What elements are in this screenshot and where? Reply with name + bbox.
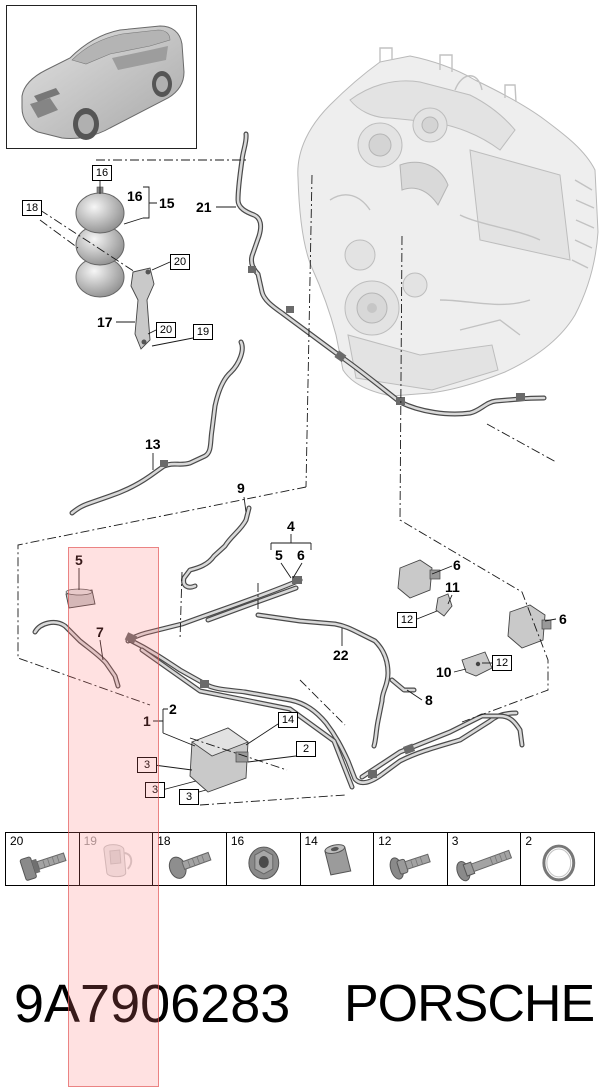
car-icon — [21, 25, 185, 140]
hose-13 — [72, 342, 242, 513]
part-5 — [65, 588, 96, 609]
fastener-cell: 2 — [521, 833, 594, 885]
fastener-cell: 12 — [374, 833, 448, 885]
fastener-number: 2 — [525, 834, 533, 848]
fastener-number: 3 — [451, 834, 459, 848]
fastener-cell: 16 — [227, 833, 301, 885]
callout-box-12: 12 — [492, 655, 512, 671]
fastener-cell: 3 — [448, 833, 522, 885]
brand-name: PORSCHE — [344, 975, 595, 1033]
callout-6: 6 — [297, 547, 305, 563]
fastener-number: 14 — [304, 834, 318, 848]
callout-box-19: 19 — [193, 324, 213, 340]
callout-box-2: 2 — [296, 741, 316, 757]
flange-bolt-icon — [19, 852, 67, 881]
vehicle-inset — [6, 5, 197, 149]
fastener-number: 12 — [378, 834, 392, 848]
callout-8: 8 — [425, 692, 433, 708]
o-ring-icon — [542, 844, 576, 882]
diagram-artwork — [6, 5, 599, 806]
callout-box-20: 20 — [170, 254, 190, 270]
callout-box-3: 3 — [179, 789, 199, 805]
fastener-cell: 18 — [153, 833, 227, 885]
callout-5: 5 — [275, 547, 283, 563]
callout-6: 6 — [453, 557, 461, 573]
engine-illustration — [297, 47, 599, 397]
fastener-number: 20 — [10, 834, 24, 848]
callout-box-20: 20 — [156, 322, 176, 338]
fastener-strip: 20 19 18 — [5, 832, 595, 886]
fastener-cell: 19 — [80, 833, 154, 885]
callout-box-3: 3 — [137, 757, 157, 773]
reference-lines — [17, 159, 557, 806]
bolt-icon — [456, 849, 512, 882]
clip-11 — [435, 593, 453, 617]
callout-11: 11 — [445, 579, 460, 595]
hose-9 — [128, 508, 300, 641]
valve-6-lower — [507, 604, 552, 649]
callout-box-16: 16 — [92, 165, 112, 181]
callout-1: 1 — [143, 713, 151, 729]
callout-17: 17 — [97, 314, 113, 330]
callout-7: 7 — [96, 624, 104, 640]
sleeve-icon — [323, 844, 351, 876]
hose-8 — [392, 680, 414, 690]
callout-10: 10 — [436, 664, 452, 680]
callout-box-14: 14 — [278, 712, 298, 728]
bracket-10 — [461, 651, 493, 677]
callout-2: 2 — [169, 701, 177, 717]
fastener-number: 18 — [157, 834, 171, 848]
fastener-cell: 20 — [6, 833, 80, 885]
callout-box-3: 3 — [145, 782, 165, 798]
part-number: 9A7906283 — [14, 974, 291, 1034]
control-module-1 — [189, 727, 249, 793]
callout-13: 13 — [145, 436, 161, 452]
flange-nut-icon — [248, 846, 280, 880]
bracket-17 — [130, 267, 155, 350]
callout-15: 15 — [159, 195, 175, 211]
pressure-accumulator — [75, 186, 125, 298]
hose-7 — [35, 622, 118, 686]
valve-6-upper — [397, 559, 441, 599]
callout-16: 16 — [127, 188, 143, 204]
fastener-number: 16 — [230, 834, 245, 848]
callout-21: 21 — [196, 199, 212, 215]
callout-22: 22 — [333, 647, 349, 663]
fastener-number: 19 — [83, 834, 97, 848]
fastener-cell: 14 — [301, 833, 375, 885]
callout-5: 5 — [75, 552, 83, 568]
callout-box-12: 12 — [397, 612, 417, 628]
callout-9: 9 — [237, 480, 245, 496]
pan-head-bolt-icon — [169, 851, 212, 879]
callout-6: 6 — [559, 611, 567, 627]
flange-bolt-icon — [389, 853, 431, 880]
clip-icon — [103, 844, 132, 878]
callout-box-18: 18 — [22, 200, 42, 216]
callout-4: 4 — [287, 518, 295, 534]
line-connectors — [124, 266, 525, 778]
